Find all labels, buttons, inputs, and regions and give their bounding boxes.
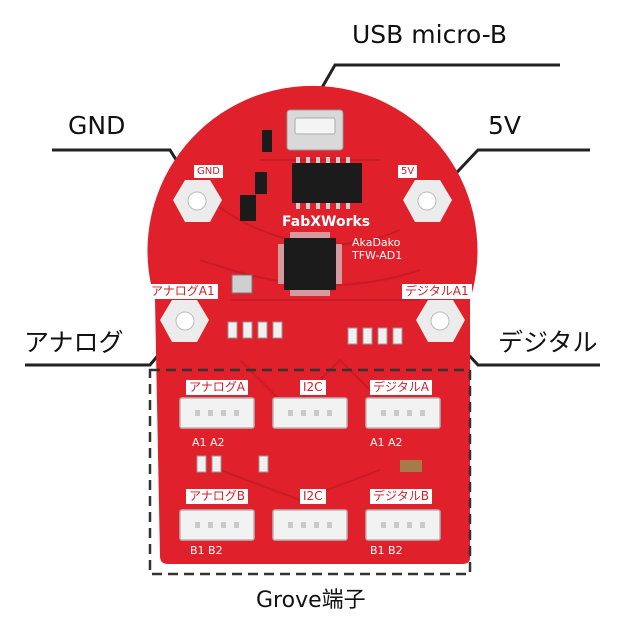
silk-digital-a: デジタルA [370,380,432,396]
mcu-chip [284,238,336,290]
silk-5v: 5V [398,165,418,178]
silk-analog-a: アナログA [186,380,248,396]
silk-analog-b: アナログB [186,489,248,505]
silk-gnd: GND [194,165,223,178]
silk-a1a2-left: A1 A2 [192,436,225,449]
digital-label: デジタル [498,328,598,357]
silk-i2c-bottom: I2C [300,489,326,505]
silk-b1b2-right: B1 B2 [370,544,403,557]
gnd-label: GND [68,111,126,140]
silk-a1a2-right: A1 A2 [370,436,403,449]
silk-b1b2-left: B1 B2 [190,544,223,557]
usb-chip [292,163,362,203]
grove-connectors [179,397,441,541]
crystal [231,274,253,294]
pcb-board [147,85,478,564]
grove-label: Grove端子 [256,588,366,613]
usb-label: USB micro-B [352,20,508,49]
grove-area-border [148,368,472,576]
silk-digital-a1: デジタルA1 [402,284,472,300]
silk-model-1: AkaDako [352,236,401,249]
brand-logo: FabXWorks [282,214,371,230]
usb-connector [286,109,344,151]
analog-label: アナログ [24,328,124,357]
silk-i2c-top: I2C [300,380,326,396]
capacitor [400,460,422,472]
mounting-holes [160,180,465,342]
silk-analog-a1: アナログA1 [148,284,218,300]
5v-label: 5V [488,111,522,140]
silk-model-2: TFW-AD1 [352,249,403,262]
silk-digital-b: デジタルB [370,489,432,505]
